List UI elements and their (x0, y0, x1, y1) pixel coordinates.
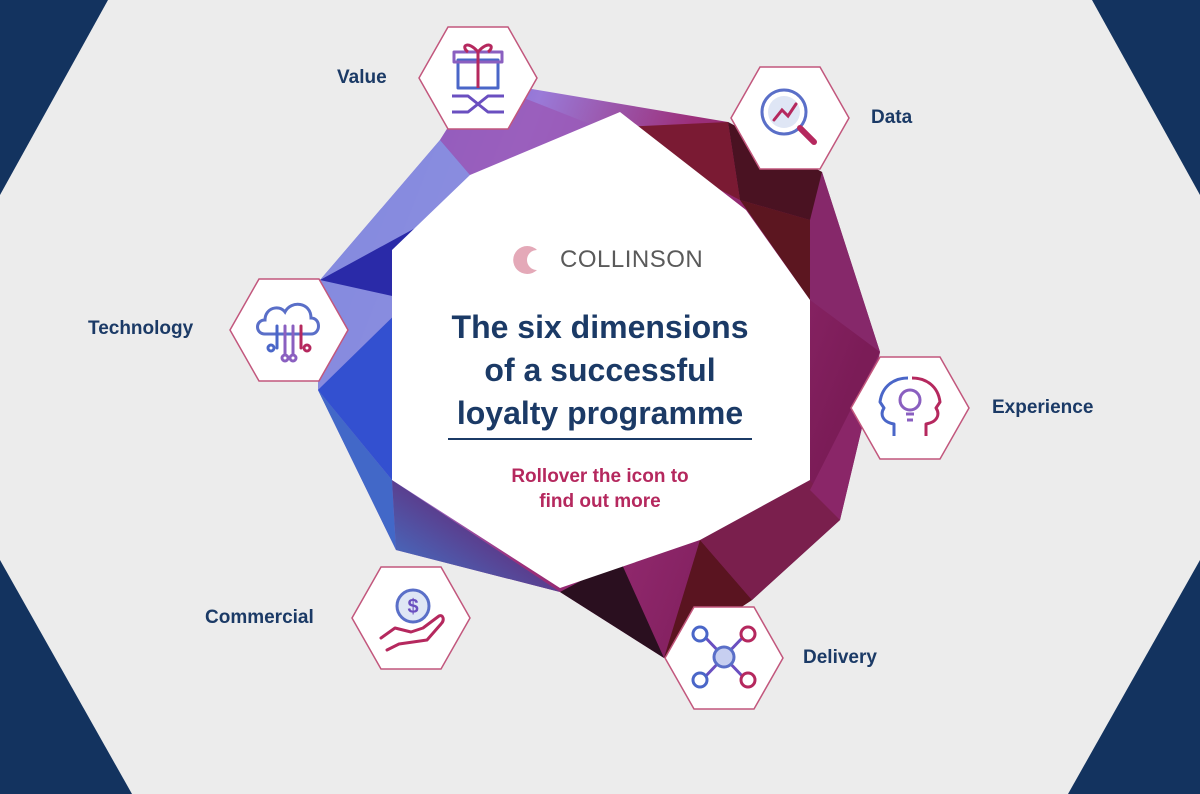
instruction-line: find out more (539, 491, 661, 512)
network-nodes-icon (691, 625, 757, 689)
svg-text:$: $ (407, 596, 418, 618)
page-title: The six dimensions of a successful loyal… (400, 306, 800, 435)
cloud-circuit-icon (256, 302, 320, 363)
center-panel (392, 112, 810, 588)
dimension-commercial-node[interactable]: $ (351, 566, 471, 670)
dimension-commercial-label: Commercial (205, 607, 314, 628)
instruction-text: Rollover the icon to find out more (400, 464, 800, 514)
dimension-data-node[interactable] (730, 66, 850, 170)
dimension-experience-node[interactable] (850, 356, 970, 460)
title-line: The six dimensions (451, 309, 749, 345)
dimension-value-label: Value (337, 67, 387, 88)
head-lightbulb-icon (878, 376, 942, 436)
corner-top-right (1092, 0, 1200, 195)
title-line: loyalty programme (456, 395, 744, 431)
dimension-technology-label: Technology (88, 318, 194, 339)
dimension-delivery-label: Delivery (803, 647, 877, 668)
corner-top-left (0, 0, 108, 195)
instruction-line: Rollover the icon to (511, 466, 689, 487)
corner-bottom-left (0, 560, 132, 794)
dimension-delivery-node[interactable] (664, 606, 784, 710)
title-line: of a successful (484, 352, 716, 388)
magnifier-chart-icon (760, 88, 817, 145)
gift-exchange-icon (452, 43, 504, 114)
dimension-technology-node[interactable] (229, 278, 349, 382)
title-divider (448, 438, 752, 440)
corner-bottom-right (1068, 560, 1200, 794)
dimension-value-node[interactable] (418, 26, 538, 130)
hand-coin-icon: $ (379, 588, 445, 652)
brand-name: COLLINSON (560, 246, 704, 273)
collinson-logo (513, 242, 537, 278)
dimension-data-label: Data (871, 107, 913, 128)
dimension-experience-label: Experience (992, 397, 1094, 418)
